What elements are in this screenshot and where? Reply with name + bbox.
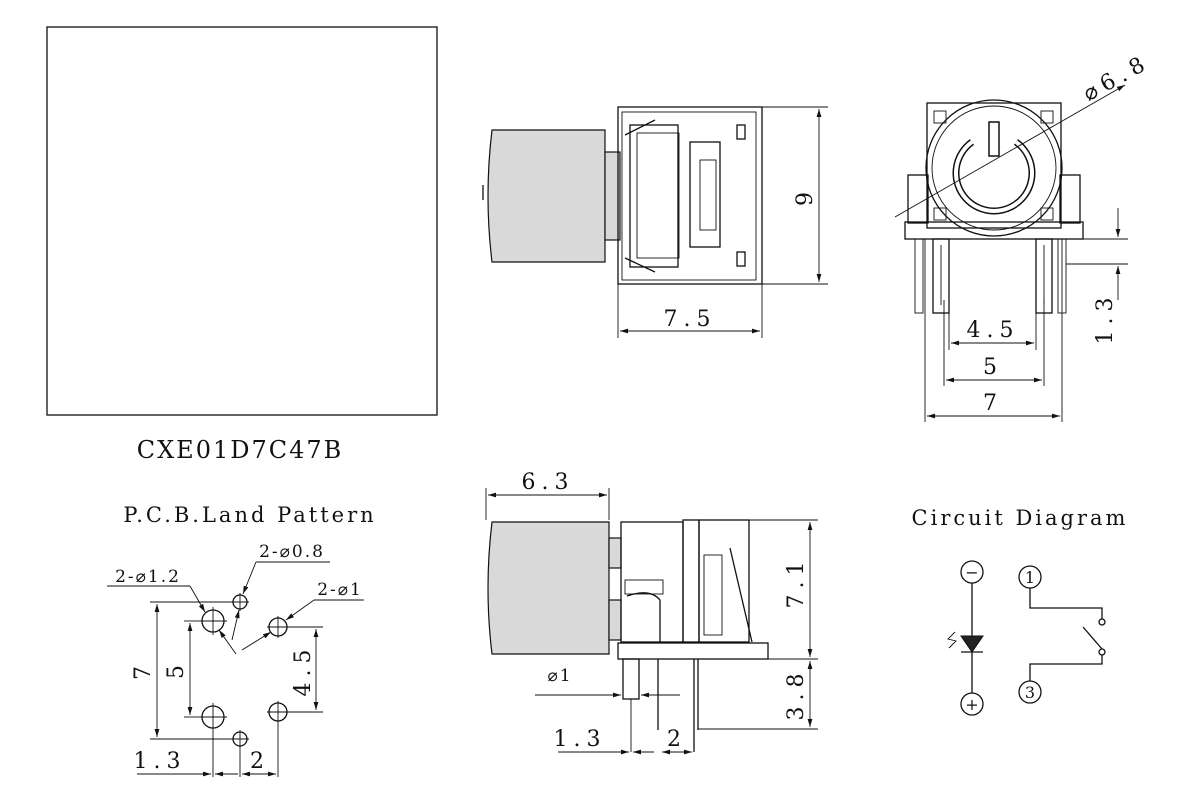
light-emission-icon <box>947 631 957 649</box>
pin1-label: 1 <box>1025 568 1035 587</box>
front-view-knob <box>487 129 606 263</box>
end-width-dim: 7 <box>983 391 1003 416</box>
pcb-hole-mid-label: 2-⌀1 <box>317 580 363 600</box>
pcb-mid-spacing-dim: 4.5 <box>291 644 316 697</box>
pcb-height-dim: 7 <box>131 660 156 680</box>
side-height-dim: 7.1 <box>784 556 809 609</box>
side-pin-offset-dim: 1.3 <box>554 727 607 752</box>
side-view: 6.3 7.1 3.8 ⌀1 1.3 2 <box>485 470 818 755</box>
end-view-knob <box>925 99 1063 237</box>
circuit-heading: Circuit Diagram <box>912 506 1129 530</box>
pcb-pin-spacing-dim: 2 <box>250 749 270 774</box>
pcb-large-spacing-dim: 5 <box>164 659 189 679</box>
part-number-title: CXE01D7C47B <box>137 436 344 464</box>
side-pin-spacing-dim: 2 <box>667 727 687 752</box>
product-image-frame <box>46 26 438 416</box>
switch-contact-icon <box>1082 626 1103 650</box>
plus-label: + <box>965 695 978 714</box>
side-knob-length-dim: 6.3 <box>522 470 575 495</box>
end-view: ⌀6.8 4.5 5 7 1.3 <box>894 50 1154 422</box>
end-diameter-dim: ⌀6.8 <box>1079 50 1154 107</box>
end-pin-outer-dim: 5 <box>983 355 1003 380</box>
front-width-dim: 7.5 <box>664 307 717 332</box>
front-view: 7.5 9 <box>482 106 828 338</box>
pcb-land-pattern: P.C.B.Land Pattern 2-⌀1.2 2-⌀0.8 2-⌀1 <box>107 503 376 777</box>
end-height-dim: 1.3 <box>1093 292 1118 345</box>
minus-label: − <box>965 563 978 582</box>
led-diode-icon <box>960 635 984 653</box>
front-height-dim: 9 <box>793 186 818 206</box>
front-view-body <box>617 106 763 285</box>
circuit-diagram: Circuit Diagram − + 1 3 <box>912 506 1129 716</box>
side-pin-diameter-dim: ⌀1 <box>547 666 572 686</box>
pcb-hole-small-label: 2-⌀0.8 <box>259 542 325 562</box>
side-pin-length-dim: 3.8 <box>784 668 809 721</box>
end-pin-inner-dim: 4.5 <box>967 318 1020 343</box>
pcb-offset-dim: 1.3 <box>134 749 187 774</box>
pcb-heading: P.C.B.Land Pattern <box>123 503 376 527</box>
power-symbol-icon <box>988 121 1000 157</box>
side-view-knob <box>487 521 610 655</box>
pcb-hole-large-label: 2-⌀1.2 <box>115 567 181 587</box>
pin3-label: 3 <box>1025 683 1035 702</box>
